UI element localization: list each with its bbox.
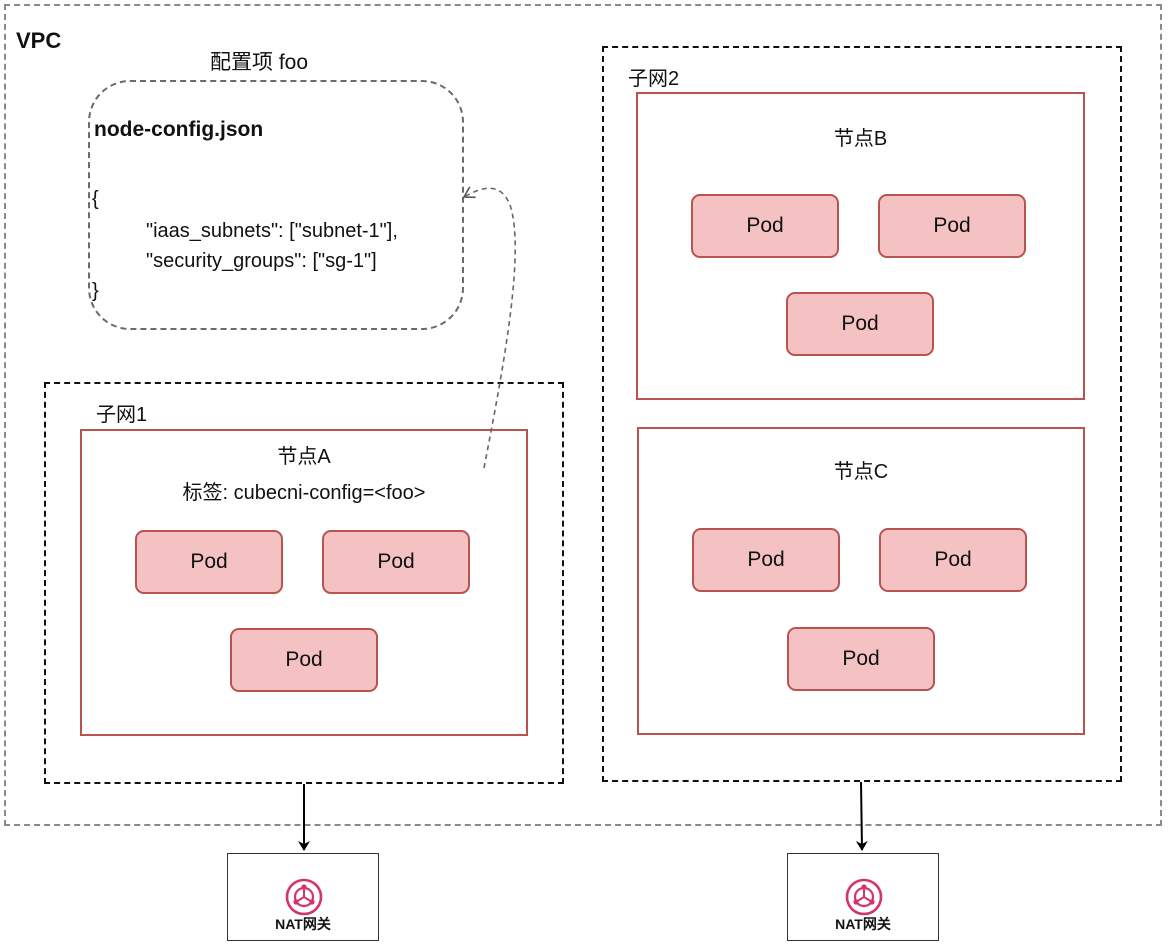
node-b-name: 节点B [833,128,888,150]
node-c-name: 节点C [833,461,889,483]
nat-gateway-label: NAT网关 [835,916,891,932]
config-line: "security_groups": ["sg-1"] [146,250,377,272]
config-line: } [92,280,99,302]
pod: Pod [135,530,283,594]
config-title: 配置项 foo [210,51,309,74]
pod: Pod [787,627,935,691]
pod: Pod [786,292,934,356]
subnet-2-container [602,46,1122,782]
config-line: "iaas_subnets": ["subnet-1"], [146,220,398,242]
subnet-2-label: 子网2 [628,68,680,90]
config-box [88,80,464,330]
pod: Pod [691,194,839,258]
node-a-name: 节点A [277,446,331,468]
pod: Pod [322,530,470,594]
node-a-tag: 标签: cubecni-config=<foo> [182,482,426,504]
nat-gateway-icon [845,878,883,916]
pod: Pod [692,528,840,592]
pod: Pod [879,528,1027,592]
config-line: { [92,188,99,210]
vpc-container [4,4,1162,826]
subnet-1-label: 子网1 [96,404,148,426]
nat-gateway-1: NAT网关 [227,853,379,941]
pod: Pod [878,194,1026,258]
vpc-label: VPC [16,28,62,53]
config-filename: node-config.json [94,118,264,141]
pod: Pod [230,628,378,692]
nat-gateway-icon [285,878,323,916]
nat-gateway-2: NAT网关 [787,853,939,941]
nat-gateway-label: NAT网关 [275,916,331,932]
subnet-1-container [44,382,564,784]
